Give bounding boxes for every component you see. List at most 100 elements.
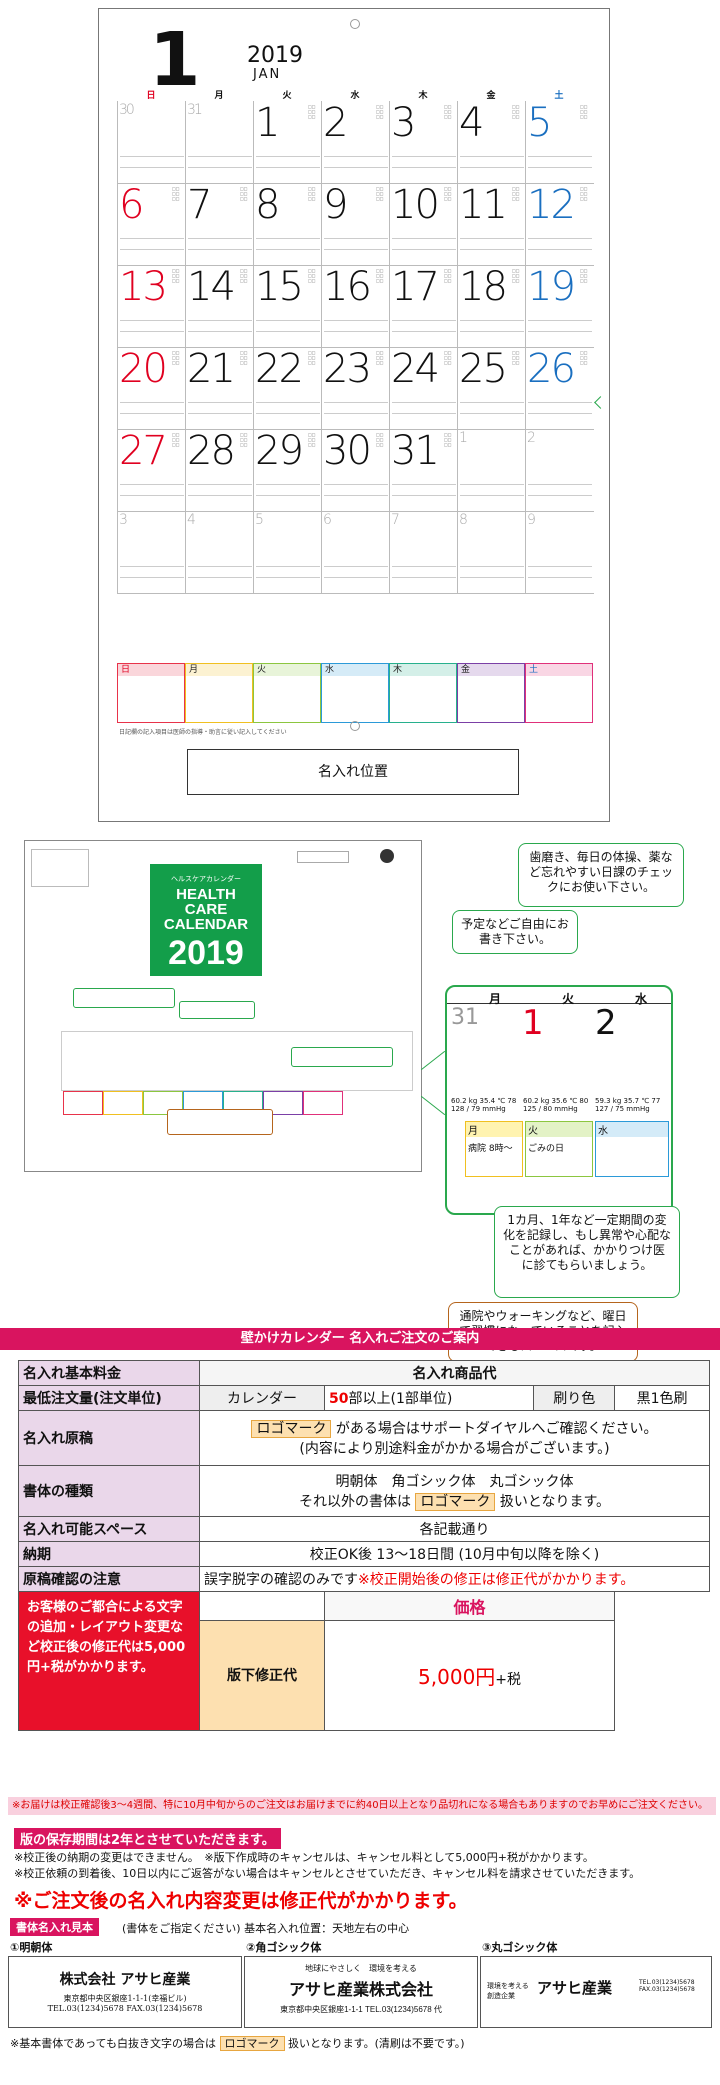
record-lines — [188, 238, 252, 261]
check-boxes: □□ □□ □□ — [172, 350, 180, 365]
check-boxes: □□ □□ □□ — [444, 186, 452, 201]
day-cell: 5 — [253, 511, 322, 594]
day-cell: 8 — [457, 511, 526, 594]
check-boxes: □□ □□ □□ — [444, 268, 452, 283]
weekday-header: 金 — [486, 91, 496, 101]
record-lines — [392, 156, 456, 179]
record-lines — [528, 402, 592, 425]
record-lines — [392, 566, 456, 589]
sample-head-1: ①明朝体 — [10, 1941, 53, 1954]
thumb-box — [103, 1091, 143, 1115]
record-lines — [392, 402, 456, 425]
hanging-hole — [350, 19, 360, 29]
cell-manuscript: 名入れ原稿 — [18, 1410, 200, 1466]
cell-proof: 原稿確認の注意 — [18, 1566, 200, 1592]
record-lines — [528, 156, 592, 179]
health-care-logo: ヘルスケアカレンダー HEALTH CARE CALENDAR 2019 — [150, 864, 262, 976]
thumb-callout — [291, 1047, 393, 1067]
day-cell: 14□□ □□ □□ — [185, 265, 254, 348]
day-number: 18 — [459, 265, 508, 310]
day-number: 10 — [391, 183, 440, 228]
sample-sub: (書体をご指定ください) 基本名入れ位置：天地左右の中心 — [122, 1922, 410, 1935]
callout-record: 1カ月、1年など一定期間の変化を記録し、もし異常や心配なことがあれば、かかりつけ… — [494, 1206, 680, 1298]
record-lines — [460, 156, 524, 179]
record-lines — [188, 320, 252, 343]
check-boxes: □□ □□ □□ — [240, 350, 248, 365]
weekly-memo-box: 水 — [321, 663, 389, 723]
connector-line — [420, 1095, 446, 1116]
check-boxes: □□ □□ □□ — [172, 432, 180, 447]
check-boxes: □□ □□ □□ — [376, 104, 384, 119]
day-number: 13 — [119, 265, 168, 310]
weekday-header: 土 — [554, 91, 564, 101]
check-boxes: □□ □□ □□ — [308, 268, 316, 283]
day-cell: 2 — [525, 429, 594, 512]
detail-day: 火 — [562, 992, 575, 1006]
day-cell: 4□□ □□ □□ — [457, 101, 526, 184]
day-number: 20 — [119, 347, 168, 392]
detail-box-wed: 水 — [595, 1121, 669, 1177]
font-sample-maru-gothic: 環境を考える 創造企業 アサヒ産業 TEL.03(1234)5678 FAX.0… — [480, 1956, 712, 2028]
day-number: 15 — [255, 265, 304, 310]
record-lines — [120, 402, 184, 425]
record-lines — [528, 320, 592, 343]
day-cell: 26□□ □□ □□ — [525, 347, 594, 430]
callout-daily-check: 歯磨き、毎日の体操、薬など忘れやすい日課のチェックにお使い下さい。 — [518, 843, 684, 907]
day-number: 21 — [187, 347, 236, 392]
record-lines — [256, 484, 320, 507]
check-boxes: □□ □□ □□ — [308, 104, 316, 119]
cell-min-qty-item: カレンダー — [199, 1385, 325, 1411]
day-number: 9 — [527, 512, 536, 528]
detail-num: 31 — [451, 1005, 479, 1030]
weekly-memo-box: 火 — [253, 663, 321, 723]
record-lines — [256, 566, 320, 589]
record-lines — [120, 484, 184, 507]
cell-proof-val: 誤字脱字の確認のみです※校正開始後の修正は修正代がかかります。 — [199, 1566, 710, 1592]
day-number: 29 — [255, 429, 304, 474]
day-cell: 20 □□ □□ □□ — [117, 347, 186, 430]
record-lines — [324, 320, 388, 343]
check-boxes: □□ □□ □□ — [240, 186, 248, 201]
check-boxes: □□ □□ □□ — [308, 432, 316, 447]
day-cell: 30□□ □□ □□ — [321, 429, 390, 512]
detail-num: 2 — [595, 1003, 617, 1043]
weekly-box-label: 水 — [322, 664, 388, 676]
footer-note: ※基本書体であっても白抜き文字の場合は ロゴマーク 扱いとなります。(清刷は不要… — [10, 2036, 465, 2051]
cell-space: 名入れ可能スペース — [18, 1516, 200, 1542]
day-number: 27 — [119, 429, 168, 474]
cell-print-color: 刷り色 — [533, 1385, 616, 1411]
day-cell: 3 — [117, 511, 186, 594]
sample-head-3: ③丸ゴシック体 — [482, 1941, 558, 1954]
weekday-header: 日 — [146, 91, 156, 101]
month-number: 1 — [149, 17, 201, 103]
thumb-callout — [179, 1001, 255, 1019]
day-cell: 28□□ □□ □□ — [185, 429, 254, 512]
weekly-memo-box: 金 — [457, 663, 525, 723]
day-number: 9 — [323, 183, 348, 228]
cell-product: 名入れ商品代 — [199, 1360, 710, 1386]
detail-zoom: 月 火 水 31 1 2 60.2 kg 35.4 ℃ 78 128 / 79 … — [445, 985, 673, 1215]
day-number: 16 — [323, 265, 372, 310]
day-number: 6 — [119, 183, 144, 228]
day-cell: 15 □□ □□ □□ — [253, 265, 322, 348]
logo-small: ヘルスケアカレンダー — [171, 875, 241, 883]
check-boxes: □□ □□ □□ — [512, 268, 520, 283]
day-cell: 7□□ □□ □□ — [185, 183, 254, 266]
day-number: 7 — [391, 512, 400, 528]
delivery-note-banner: ※お届けは校正確認後3〜4週間、特に10月中旬からのご注文はお届けまでに約40日… — [8, 1797, 716, 1815]
record-lines — [324, 402, 388, 425]
day-cell: 5□□ □□ □□ — [525, 101, 594, 184]
weekly-box-label: 日 — [118, 664, 184, 676]
day-cell: 21 □□ □□ □□ — [185, 347, 254, 430]
callout-schedule: 予定などご自由にお書き下さい。 — [452, 910, 578, 954]
calendar-footnote: 日記欄の記入項目は医師の指導・助言に従い記入してください — [119, 729, 287, 736]
day-cell: 10 □□ □□ □□ — [389, 183, 458, 266]
day-number: 3 — [391, 101, 416, 146]
record-lines — [528, 484, 592, 507]
detail-note: ごみの日 — [528, 1144, 565, 1154]
day-cell: 3□□ □□ □□ — [389, 101, 458, 184]
calendar-thumbnail — [24, 840, 422, 1172]
day-cell: 6 — [321, 511, 390, 594]
day-number: 30 — [323, 429, 372, 474]
